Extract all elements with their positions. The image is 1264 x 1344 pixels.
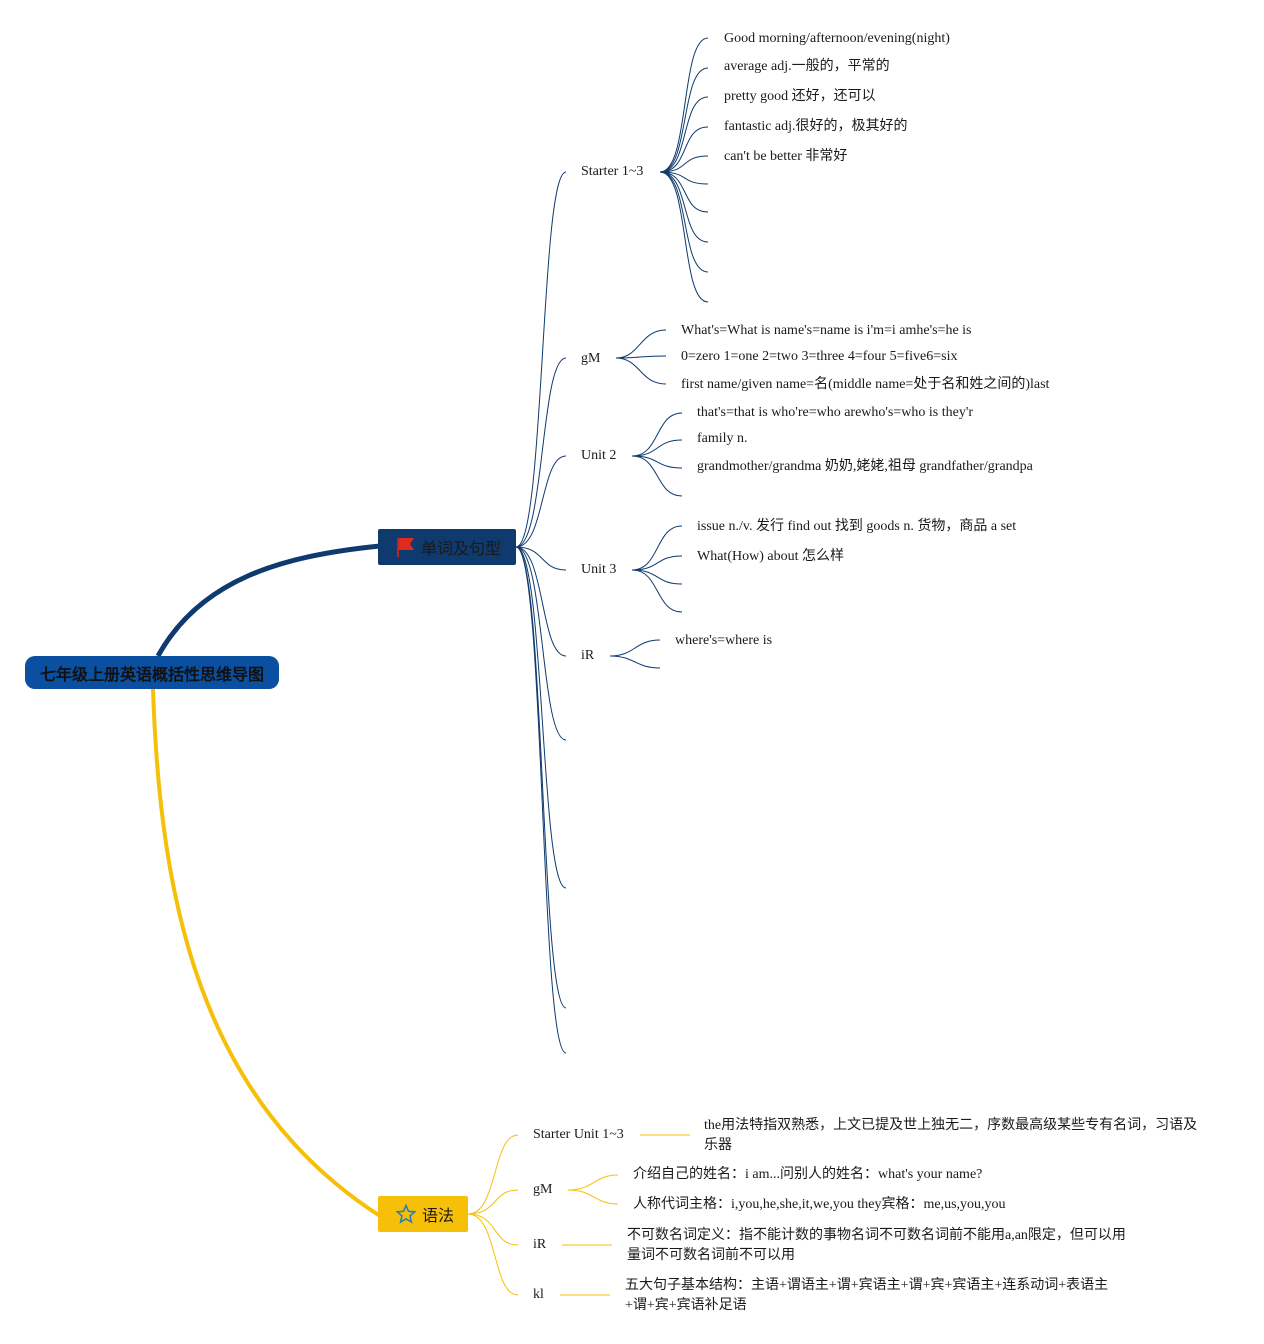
gm-leaf-links (615, 329, 667, 385)
topic-grammar-gm[interactable]: gM (533, 1182, 553, 1197)
red-flag-icon (397, 538, 414, 557)
unit3-leaf-links (631, 525, 683, 613)
leaf-item[interactable]: 介绍自己的姓名：i am...问别人的姓名：what's your name? (633, 1167, 983, 1182)
topic-grammar-starter[interactable]: Starter Unit 1~3 (533, 1127, 624, 1142)
leaf-item[interactable]: What's=What is name's=name is i'm=i amhe… (681, 323, 972, 338)
root-title: 七年级上册英语概括性思维导图 (39, 666, 264, 684)
leaf-item[interactable]: the用法特指双熟悉，上文已提及世上独无二，序数最高级某些专有名词，习语及乐器 (704, 1118, 1198, 1153)
leaf-item[interactable]: What(How) about 怎么样 (697, 549, 844, 564)
star-icon (396, 1203, 416, 1224)
topic-gm[interactable]: gM (581, 351, 601, 366)
grammar-leaf-links (560, 1134, 690, 1296)
leaf-item[interactable]: can't be better 非常好 (724, 149, 848, 164)
topic-unit3[interactable]: Unit 3 (581, 562, 617, 577)
leaf-item[interactable]: Good morning/afternoon/evening(night) (724, 31, 950, 46)
leaf-item[interactable]: 五大句子基本结构：主语+谓语主+谓+宾语主+谓+宾+宾语主+连系动词+表语主+谓… (625, 1278, 1109, 1313)
leaf-item[interactable]: grandmother/grandma 奶奶,姥姥,祖母 grandfather… (697, 459, 1033, 474)
topic-ir[interactable]: iR (581, 648, 595, 663)
leaf-item[interactable]: first name/given name=名(middle name=处于名和… (681, 377, 1050, 392)
vocab-topic-links (515, 171, 567, 1054)
leaf-item[interactable]: 不可数名词定义：指不能计数的事物名词不可数名词前不能用a,an限定，但可以用量词… (627, 1228, 1126, 1263)
leaf-item[interactable]: 人称代词主格：i,you,he,she,it,we,you they宾格：me,… (633, 1197, 1006, 1212)
grammar-topic-links (467, 1134, 519, 1296)
leaf-item[interactable]: pretty good 还好，还可以 (724, 89, 876, 104)
leaf-item[interactable]: where's=where is (675, 633, 773, 648)
topic-grammar-kl[interactable]: kl (533, 1287, 544, 1302)
starter-leaf-links (659, 37, 709, 303)
branch-vocab-label: 单词及句型 (421, 541, 502, 558)
root-node[interactable]: 七年级上册英语概括性思维导图 (25, 656, 279, 689)
topic-unit2[interactable]: Unit 2 (581, 448, 617, 463)
ir-leaf-links (609, 639, 661, 669)
unit2-leaf-links (631, 412, 683, 497)
branch-grammar[interactable]: 语法 (378, 1196, 468, 1232)
leaf-item[interactable]: issue n./v. 发行 find out 找到 goods n. 货物，商… (697, 519, 1017, 534)
topic-grammar-ir[interactable]: iR (533, 1237, 547, 1252)
root-to-grammar-link (151, 688, 382, 1218)
topic-starter[interactable]: Starter 1~3 (581, 164, 644, 179)
leaf-item[interactable]: fantastic adj.很好的，极其好的 (724, 119, 908, 134)
branch-vocab[interactable]: 单词及句型 (378, 529, 516, 565)
root-to-vocab-link (155, 543, 381, 658)
branch-grammar-label: 语法 (422, 1208, 455, 1225)
leaf-item[interactable]: that's=that is who're=who arewho's=who i… (697, 405, 974, 420)
leaf-item[interactable]: family n. (697, 431, 748, 446)
leaf-item[interactable]: average adj.一般的，平常的 (724, 59, 890, 74)
leaf-item[interactable]: 0=zero 1=one 2=two 3=three 4=four 5=five… (681, 349, 958, 364)
